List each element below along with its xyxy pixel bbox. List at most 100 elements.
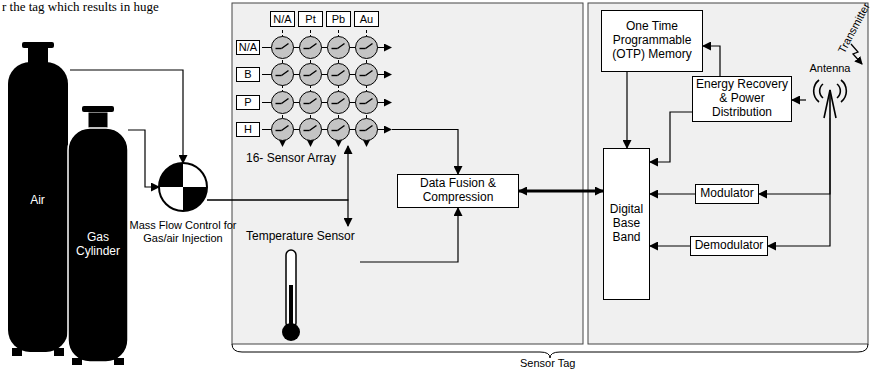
sensor-switch [332, 130, 338, 131]
cylinder: Air [5, 45, 70, 357]
sensor-switch [360, 103, 366, 104]
column-header-text: Au [360, 13, 373, 26]
flow-control: Mass Flow Control for Gas/air Injection [159, 163, 207, 211]
sensor-switch [276, 103, 282, 104]
sensor-switch [332, 103, 338, 104]
sensor-cell [272, 64, 294, 86]
connector [70, 70, 183, 163]
sensor-switch [332, 48, 338, 49]
row-header-text: P [244, 96, 251, 109]
sensor-switch [276, 75, 282, 76]
sensor-switch [338, 99, 345, 104]
sensor-panel [232, 3, 583, 344]
sensor-switch [276, 130, 282, 131]
process-box-text: Digital Base Band [606, 203, 647, 244]
connector [626, 72, 627, 148]
sensor-cell [356, 64, 378, 86]
process-box-text: Energy Recovery & Power Distribution [695, 78, 789, 119]
sensor-switch [338, 71, 345, 76]
body-text: r the tag which results in huge [2, 0, 159, 15]
sensor-switch [360, 130, 366, 131]
sensor-cell [356, 37, 378, 59]
process-box-text: Demodulator [695, 239, 764, 253]
row-header: B [236, 67, 260, 82]
column-header: Pt [298, 11, 323, 27]
sensor-cell [328, 37, 350, 59]
sensor-cell [356, 92, 378, 114]
connector [128, 130, 159, 187]
sensor-grid [262, 30, 391, 146]
sensor-cell [300, 64, 322, 86]
sensor-switch [332, 75, 338, 76]
process-box-text: Data Fusion & Compression [400, 177, 516, 205]
antenna: Antenna [806, 62, 854, 118]
process-box: Demodulator [690, 236, 768, 256]
connector [703, 46, 720, 76]
sensor-switch [282, 71, 289, 76]
sensor-switch [282, 99, 289, 104]
sensor-switch [282, 44, 289, 49]
process-box-text: Modulator [700, 187, 753, 201]
sensor-switch [310, 44, 317, 49]
sensor-cell [328, 92, 350, 114]
column-header: Pb [326, 11, 351, 27]
sensor-cell [328, 64, 350, 86]
sensor-switch [310, 99, 317, 104]
sensor-switch [366, 126, 373, 131]
sensor-switch [282, 126, 289, 131]
tag-brace [232, 344, 868, 358]
sensor-cell [272, 37, 294, 59]
temperature-sensor: Temperature Sensor [240, 226, 360, 342]
sensor-switch [276, 48, 282, 49]
sensor-cell [328, 119, 350, 141]
gas-cylinder-symbol [68, 106, 128, 365]
sensor-cell [272, 119, 294, 141]
column-header: N/A [270, 11, 295, 27]
column-header: Au [354, 11, 379, 27]
connector [392, 130, 458, 175]
connector [519, 190, 603, 193]
column-header-text: N/A [273, 13, 291, 26]
flow-control-text: Mass Flow Control for Gas/air Injection [127, 219, 239, 244]
sensor-switch [304, 48, 310, 49]
antenna-text: Antenna [806, 62, 854, 75]
sensor-switch [304, 103, 310, 104]
column-header-text: Pt [305, 13, 315, 26]
sensor-cell [300, 92, 322, 114]
air-cylinder-symbol [8, 42, 68, 356]
antenna-symbol [814, 80, 847, 118]
temperature-sensor-text: Temperature Sensor [246, 230, 355, 244]
sensor-switch [360, 75, 366, 76]
sensor-switch [360, 48, 366, 49]
connector [360, 208, 458, 262]
process-box: Energy Recovery & Power Distribution [692, 76, 792, 122]
cylinder-text: Air [30, 194, 45, 208]
cylinder-text: Gas Cylinder [68, 231, 128, 259]
sensor-cell [300, 119, 322, 141]
sensor-cell [300, 37, 322, 59]
process-box-text: One Time Programmable (OTP) Memory [604, 20, 700, 61]
row-header-text: B [244, 68, 251, 81]
sensor-array-text: 16- Sensor Array [246, 152, 336, 166]
connector [650, 245, 690, 246]
lightning-symbol [851, 44, 862, 64]
sensor-switch [310, 71, 317, 76]
row-header: P [236, 95, 260, 110]
connector [207, 146, 348, 200]
row-header: H [236, 122, 260, 137]
group-label: Sensor Tag [520, 357, 575, 369]
row-header-text: H [244, 123, 252, 136]
sensor-switch [366, 99, 373, 104]
column-header-text: Pb [332, 13, 345, 26]
connector [650, 193, 695, 194]
sensor-switch [338, 44, 345, 49]
sensor-array: 16- Sensor Array [262, 32, 392, 146]
sensor-switch [366, 44, 373, 49]
process-box: Digital Base Band [603, 148, 650, 300]
row-header: N/A [236, 40, 260, 55]
sensor-switch [304, 75, 310, 76]
row-header-text: N/A [239, 41, 257, 54]
sensor-switch [310, 126, 317, 131]
flow-valve-symbol [159, 163, 207, 211]
